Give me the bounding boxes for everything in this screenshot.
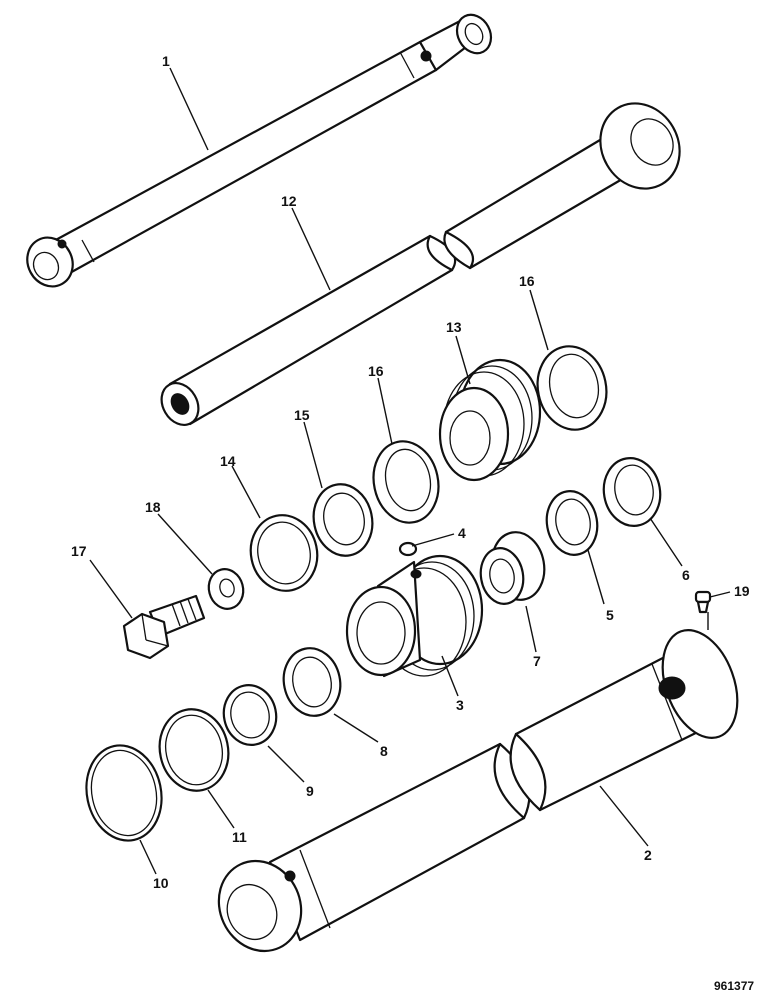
rod-lower-section xyxy=(168,234,454,426)
leader-18 xyxy=(157,513,213,575)
callout-10: 10 xyxy=(153,875,169,891)
body-eye-nipple xyxy=(284,870,296,882)
callout-15: 15 xyxy=(294,407,310,423)
callout-7: 7 xyxy=(533,653,541,669)
leader-6 xyxy=(649,517,683,567)
callout-8: 8 xyxy=(380,743,388,759)
bolt-17 xyxy=(122,594,206,660)
leader-8 xyxy=(333,713,379,743)
body-break-right xyxy=(509,732,547,812)
callouts: 1 12 13 16 16 15 14 18 17 4 7 5 6 19 3 8… xyxy=(71,53,750,891)
rod-break-right xyxy=(443,230,475,270)
ring-9 xyxy=(222,684,278,746)
leader-16a xyxy=(529,289,549,351)
leader-14 xyxy=(231,465,261,519)
piston-face xyxy=(438,386,510,482)
callout-19: 19 xyxy=(734,583,750,599)
leader-13 xyxy=(455,335,471,385)
assembly-top-eye xyxy=(455,13,493,55)
assembly-bottom-eye xyxy=(26,236,74,288)
body-port xyxy=(658,676,686,700)
rod-upper-section xyxy=(444,138,626,270)
assembly-body xyxy=(50,40,438,276)
gland-face xyxy=(345,585,417,677)
grease-nipple-19 xyxy=(694,590,712,614)
leader-17 xyxy=(89,559,133,619)
body-lower-section xyxy=(268,742,526,942)
callout-18: 18 xyxy=(145,499,161,515)
o-ring-11 xyxy=(158,708,230,792)
leader-4 xyxy=(411,533,455,547)
leader-5 xyxy=(587,549,605,605)
seal-5 xyxy=(545,490,599,556)
seal-15 xyxy=(312,483,374,557)
callout-16-upper: 16 xyxy=(519,273,535,289)
leader-9 xyxy=(267,745,305,783)
callout-3: 3 xyxy=(456,697,464,713)
backup-ring-10 xyxy=(85,744,163,842)
ring-16-lower xyxy=(372,440,440,524)
leader-lines xyxy=(89,67,731,875)
callout-5: 5 xyxy=(606,607,614,623)
seal-6 xyxy=(602,457,662,527)
seal-8 xyxy=(282,647,342,717)
washer-18 xyxy=(207,568,245,610)
leader-12 xyxy=(291,207,331,291)
callout-6: 6 xyxy=(682,567,690,583)
leader-3 xyxy=(441,655,459,697)
cylinder-body xyxy=(217,629,739,953)
rod-eye xyxy=(599,102,681,190)
leader-7 xyxy=(525,605,537,653)
callout-16-lower: 16 xyxy=(368,363,384,379)
callout-2: 2 xyxy=(644,847,652,863)
callout-9: 9 xyxy=(306,783,314,799)
leader-19 xyxy=(709,591,731,598)
piston-rod xyxy=(160,102,681,426)
gland-3 xyxy=(345,554,484,678)
callout-13: 13 xyxy=(446,319,462,335)
leader-2 xyxy=(599,785,649,847)
callout-12: 12 xyxy=(281,193,297,209)
body-eye xyxy=(217,859,303,953)
callout-17: 17 xyxy=(71,543,87,559)
callout-1: 1 xyxy=(162,53,170,69)
callout-11: 11 xyxy=(232,829,247,845)
seal-14 xyxy=(249,514,319,592)
leader-11 xyxy=(207,789,235,829)
ring-16-upper xyxy=(536,345,608,431)
leader-16b xyxy=(377,377,393,445)
callout-14: 14 xyxy=(220,453,236,469)
cylinder-assembly xyxy=(26,13,493,288)
piston xyxy=(438,358,542,482)
leader-1 xyxy=(169,67,209,151)
callout-4: 4 xyxy=(458,525,466,541)
plug-4 xyxy=(398,541,418,557)
assembly-port xyxy=(420,50,432,62)
reference-number: 961377 xyxy=(714,979,754,993)
leader-10 xyxy=(139,839,157,875)
leader-15 xyxy=(303,421,323,489)
bearing-7 xyxy=(479,531,546,605)
